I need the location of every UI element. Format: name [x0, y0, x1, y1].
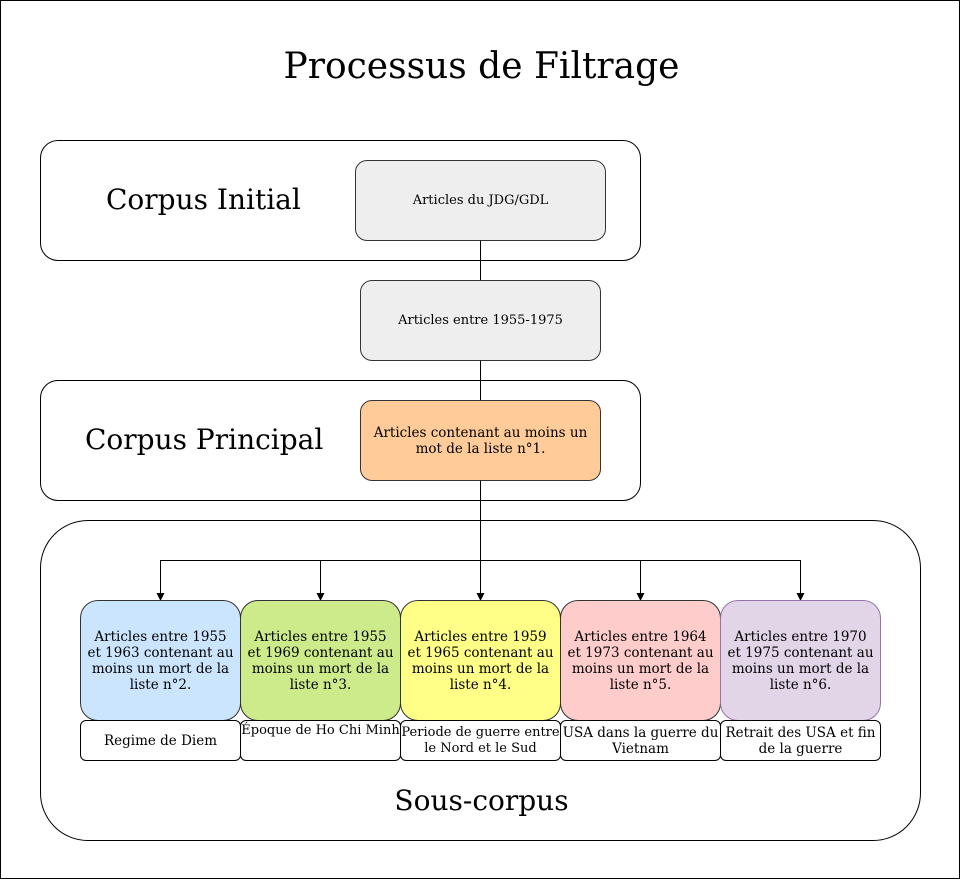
node-main-filter: Articles contenant au moins un mot de la… — [360, 400, 601, 481]
subcorpus-label-1: Regime de Diem — [80, 720, 241, 761]
subcorpus-node-1: Articles entre 1955 et 1963 contenant au… — [80, 600, 241, 721]
node-source-articles: Articles du JDG/GDL — [355, 160, 606, 241]
subcorpus-label-5: Retrait des USA et fin de la guerre — [720, 720, 881, 761]
subcorpus-label-3: Periode de guerre entre le Nord et le Su… — [400, 720, 561, 761]
subcorpus-node-3: Articles entre 1959 et 1965 contenant au… — [400, 600, 561, 721]
sous-corpus-label: Sous-corpus — [394, 784, 569, 817]
subcorpus-node-5: Articles entre 1970 et 1975 contenant au… — [720, 600, 881, 721]
node-date-filter: Articles entre 1955-1975 — [360, 280, 601, 361]
subcorpus-label-2: Époque de Ho Chi Minh — [240, 720, 401, 761]
corpus-principal-label: Corpus Principal — [85, 423, 324, 456]
subcorpus-node-4: Articles entre 1964 et 1973 contenant au… — [560, 600, 721, 721]
corpus-initial-label: Corpus Initial — [106, 183, 301, 216]
diagram-title: Processus de Filtrage — [283, 46, 680, 87]
subcorpus-node-2: Articles entre 1955 et 1969 contenant au… — [240, 600, 401, 721]
subcorpus-label-4: USA dans la guerre du Vietnam — [560, 720, 721, 761]
